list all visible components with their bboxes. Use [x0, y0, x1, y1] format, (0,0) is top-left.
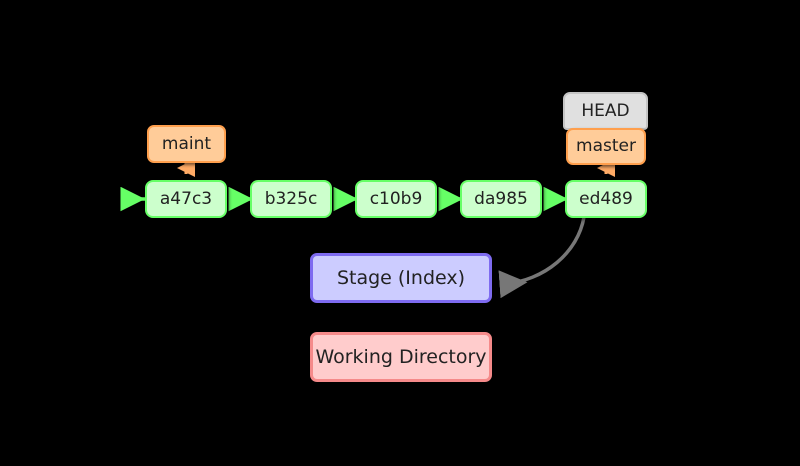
commit-label: ed489 — [579, 188, 633, 209]
stage-index-box[interactable]: Stage (Index) — [310, 253, 492, 303]
commit-node-c10b9[interactable]: c10b9 — [355, 180, 437, 218]
branch-ref-master[interactable]: master — [566, 128, 646, 165]
branch-label: maint — [161, 133, 212, 154]
commit-node-da985[interactable]: da985 — [460, 180, 542, 218]
stage-index-label: Stage (Index) — [336, 266, 466, 289]
commit-node-b325c[interactable]: b325c — [250, 180, 332, 218]
head-label: HEAD — [581, 100, 630, 121]
branch-label: master — [576, 136, 636, 156]
branch-ref-maint[interactable]: maint — [147, 125, 226, 163]
working-directory-label: Working Directory — [315, 345, 487, 368]
commit-label: b325c — [264, 188, 318, 209]
commit-node-a47c3[interactable]: a47c3 — [145, 180, 227, 218]
commit-label: a47c3 — [159, 188, 213, 209]
commit-node-ed489[interactable]: ed489 — [565, 180, 647, 218]
arrow-ed489-to-stage — [498, 216, 586, 299]
working-directory-box[interactable]: Working Directory — [310, 332, 492, 382]
commit-label: c10b9 — [369, 188, 423, 209]
commit-label: da985 — [474, 188, 528, 209]
head-ref[interactable]: HEAD — [563, 92, 648, 130]
